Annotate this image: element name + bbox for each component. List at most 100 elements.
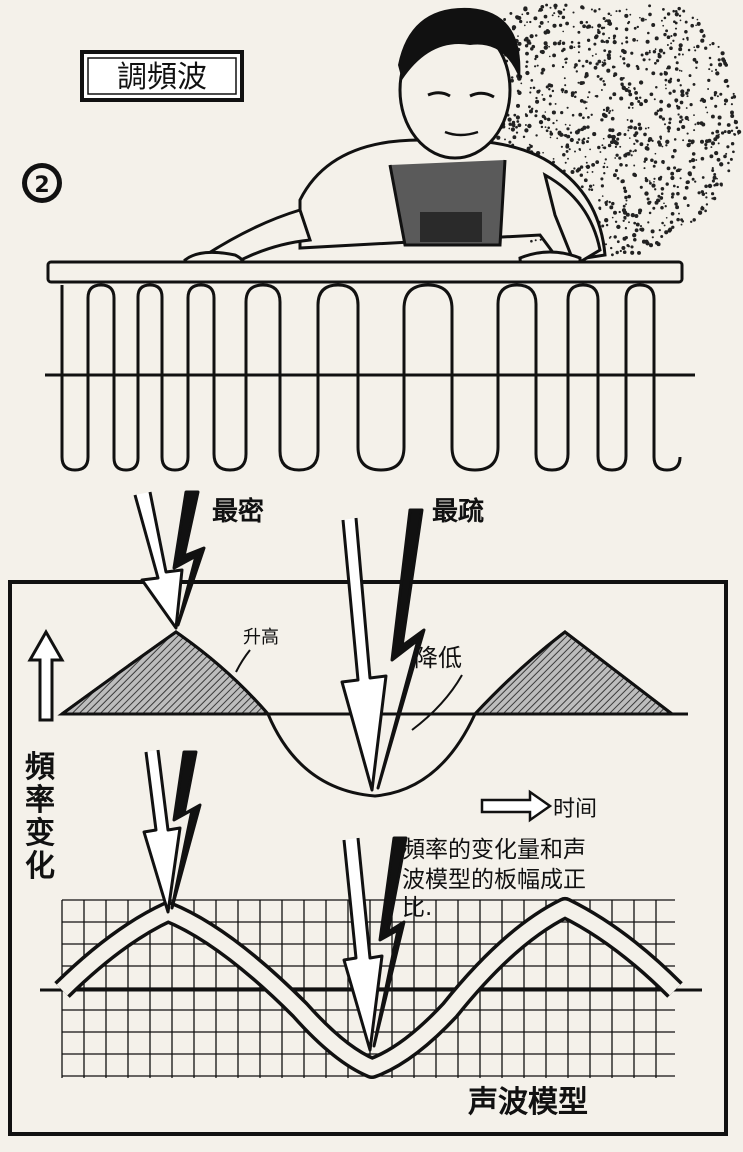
stipple-dot (515, 103, 521, 108)
stipple-dot (654, 111, 659, 116)
stipple-dot (552, 158, 555, 160)
stipple-dot (574, 150, 576, 153)
stipple-dot (693, 129, 696, 132)
svg-text:頻: 頻 (25, 750, 55, 785)
stipple-dot (541, 67, 546, 72)
stipple-dot (553, 12, 556, 15)
stipple-dot (622, 50, 627, 55)
stipple-dot (701, 192, 706, 196)
stipple-dot (571, 113, 575, 117)
stipple-dot (710, 146, 713, 149)
stipple-dot (503, 18, 507, 21)
stipple-dot (545, 129, 549, 133)
stipple-dot (564, 61, 568, 64)
stipple-dot (625, 40, 629, 44)
stipple-dot (515, 131, 519, 134)
stipple-dot (603, 83, 607, 86)
stipple-dot (675, 104, 679, 108)
stipple-dot (719, 162, 724, 167)
stipple-dot (560, 88, 565, 92)
stipple-dot (517, 35, 519, 37)
stipple-dot (648, 243, 654, 248)
stipple-dot (630, 212, 635, 218)
stipple-dot (570, 170, 575, 174)
stipple-dot (678, 120, 683, 124)
stipple-dot (710, 141, 716, 146)
stipple-dot (587, 96, 589, 99)
stipple-dot (567, 157, 569, 160)
stipple-dot (649, 92, 654, 97)
figure-number-icon: 2 (22, 163, 62, 203)
stipple-dot (692, 82, 696, 86)
stipple-dot (564, 89, 568, 94)
stipple-dot (713, 91, 718, 95)
stipple-dot (555, 128, 558, 131)
stipple-dot (685, 91, 689, 95)
stipple-dot (666, 12, 671, 16)
stipple-dot (720, 131, 725, 135)
stipple-dot (652, 164, 656, 168)
stipple-dot (732, 92, 735, 95)
stipple-dot (625, 199, 628, 202)
stipple-dot (614, 169, 619, 173)
stipple-dot (678, 47, 683, 52)
stipple-dot (686, 36, 689, 40)
stipple-dot (613, 235, 617, 239)
stipple-dot (716, 177, 718, 180)
stipple-dot (639, 227, 643, 232)
stipple-dot (648, 12, 652, 17)
stipple-dot (512, 135, 517, 140)
stipple-dot (534, 114, 538, 118)
stipple-dot (684, 20, 688, 24)
stipple-dot (582, 24, 586, 29)
stipple-dot (674, 21, 678, 25)
figure-number: 2 (34, 173, 49, 198)
stipple-dot (676, 191, 680, 196)
stipple-dot (661, 221, 664, 225)
frequency-change-label: 頻 率 变 化 (25, 750, 55, 884)
stipple-dot (609, 109, 612, 113)
stipple-dot (578, 112, 583, 117)
stipple-dot (585, 101, 588, 103)
stipple-dot (627, 106, 631, 109)
stipple-dot (607, 21, 613, 26)
stipple-dot (496, 135, 501, 140)
stipple-dot (599, 77, 603, 81)
stipple-dot (727, 169, 731, 173)
stipple-dot (650, 229, 655, 234)
stipple-dot (640, 53, 644, 57)
stipple-dot (542, 151, 544, 154)
stipple-dot (686, 132, 689, 135)
stipple-dot (648, 51, 651, 54)
stipple-dot (676, 217, 680, 222)
stipple-dot (674, 98, 679, 103)
stipple-dot (598, 206, 602, 210)
stipple-dot (632, 38, 636, 42)
stipple-dot (564, 161, 567, 164)
stipple-dot (679, 19, 682, 22)
stipple-dot (629, 119, 634, 123)
stipple-dot (612, 40, 617, 45)
stipple-dot (711, 179, 715, 183)
stipple-dot (551, 14, 554, 17)
stipple-dot (672, 184, 676, 188)
stipple-dot (604, 201, 608, 205)
stipple-dot (541, 114, 546, 119)
stipple-dot (694, 123, 697, 126)
stipple-dot (608, 200, 611, 204)
stipple-dot (608, 50, 612, 54)
stipple-dot (594, 35, 598, 40)
stipple-dot (610, 246, 613, 250)
stipple-dot (675, 169, 679, 173)
stipple-dot (673, 138, 677, 141)
stipple-dot (540, 4, 545, 9)
stipple-dot (687, 48, 691, 52)
stipple-dot (607, 12, 611, 16)
stipple-dot (622, 186, 627, 190)
stipple-dot (546, 117, 551, 122)
stipple-dot (602, 80, 605, 83)
stipple-dot (524, 44, 529, 48)
stipple-dot (639, 16, 641, 19)
stipple-dot (651, 23, 656, 27)
stipple-dot (575, 70, 578, 73)
